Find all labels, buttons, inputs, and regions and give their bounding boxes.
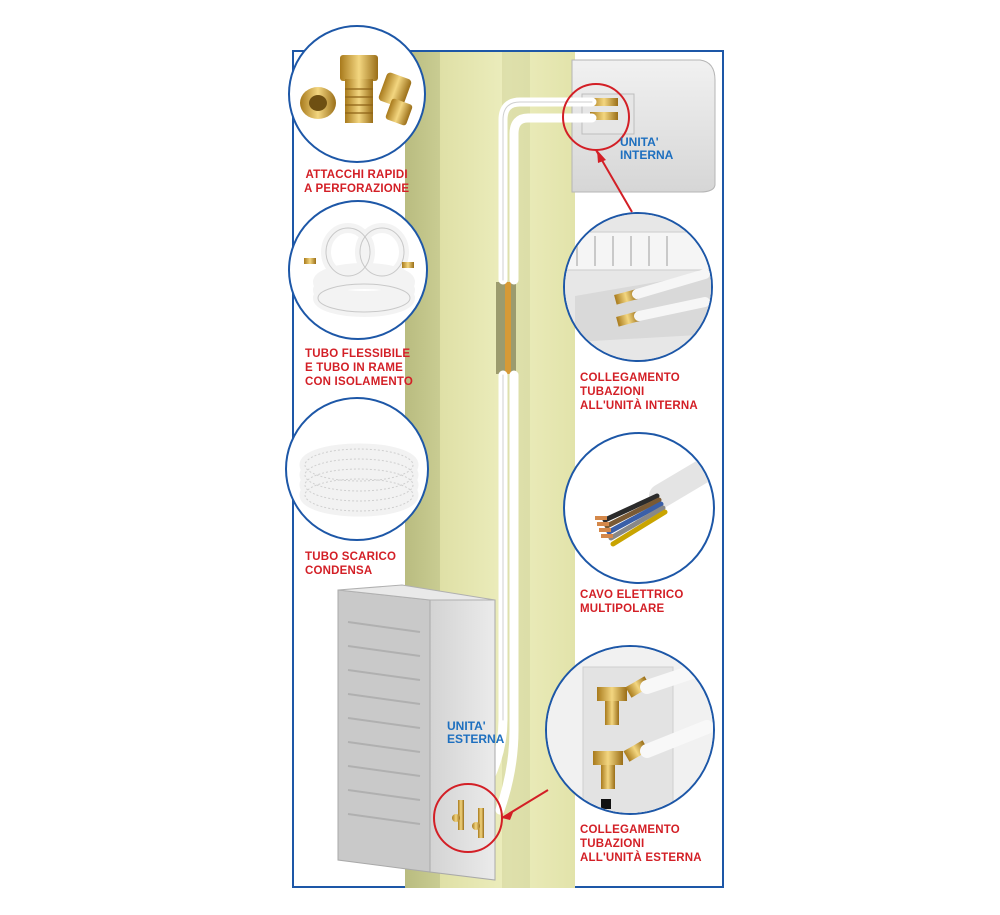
indoor-connection-icon	[565, 214, 711, 360]
cable-circle	[563, 432, 715, 584]
fittings-label: ATTACCHI RAPIDI A PERFORAZIONE	[304, 169, 410, 195]
outdoor-unit	[337, 584, 496, 881]
multipolar-cable-icon	[595, 452, 713, 547]
outdoor-connection-label: COLLEGAMENTO TUBAZIONI ALL'UNITÀ ESTERNA	[580, 824, 702, 864]
insulated-copper-coil-icon	[304, 223, 415, 317]
drain-hose-circle	[285, 397, 429, 541]
indoor-unit	[571, 59, 716, 193]
outdoor-unit-label: UNITA' ESTERNA	[447, 719, 505, 746]
outdoor-valve-icon	[547, 647, 713, 813]
brass-fittings-icon	[300, 55, 413, 126]
indoor-connection-label: COLLEGAMENTO TUBAZIONI ALL'UNITÀ INTERNA	[580, 372, 698, 412]
indoor-connection-circle	[563, 212, 713, 362]
outdoor-connection-circle	[545, 645, 715, 815]
arrowheads	[502, 150, 606, 820]
indoor-unit-label: UNITA' INTERNA	[620, 135, 674, 162]
copper-coil-label: TUBO FLESSIBILE E TUBO IN RAME CON ISOLA…	[305, 348, 414, 388]
fittings-circle	[288, 25, 426, 163]
cable-label: CAVO ELETTRICO MULTIPOLARE	[580, 589, 684, 615]
drain-hose-label: TUBO SCARICO CONDENSA	[305, 551, 397, 577]
copper-coil-circle	[288, 200, 428, 340]
corrugated-drain-hose-icon	[299, 443, 419, 517]
